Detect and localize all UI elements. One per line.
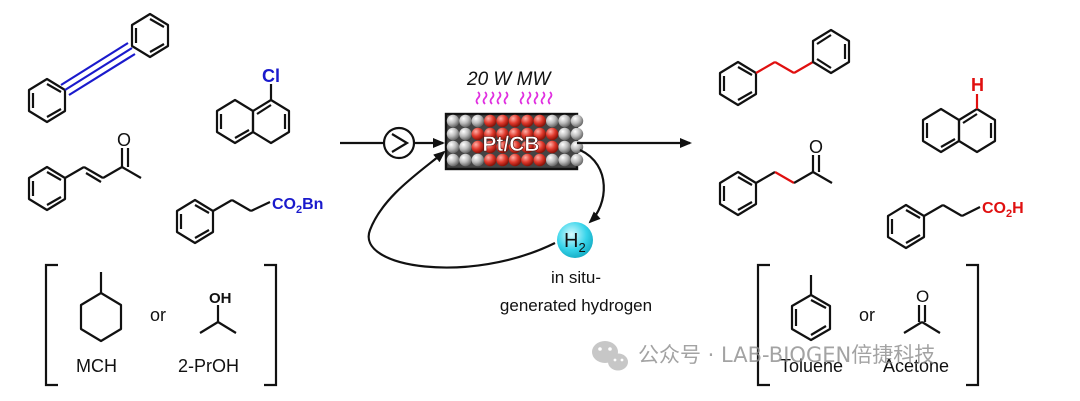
- acetone-oxygen-label: O: [916, 287, 929, 306]
- catalyst-bead-pt: [533, 153, 546, 167]
- product-hydrogen-label: H: [971, 75, 984, 95]
- catalyst-bead-pt: [508, 153, 522, 167]
- catalyst-bead-pt: [471, 140, 484, 154]
- acetone-label: Acetone: [883, 356, 949, 376]
- donor-bracket: [44, 263, 278, 387]
- h2-label: H2: [564, 230, 586, 255]
- catalyst-bead-pt: [533, 140, 546, 154]
- product-phenylpropanoic-acid: [886, 203, 981, 250]
- catalyst-bead-pt: [484, 140, 497, 154]
- toluene-label: Toluene: [780, 356, 843, 376]
- byproduct-acetone: [903, 305, 941, 334]
- catalyst-bead-pt: [508, 114, 522, 128]
- acid-group-label: CO2H: [982, 200, 1024, 220]
- 2-proh-label: 2-PrOH: [178, 356, 239, 376]
- hydrogen-sphere: [557, 222, 593, 258]
- catalyst-bead-pt: [496, 153, 509, 167]
- alkyne-bond: [60, 42, 136, 96]
- byproduct-toluene: [790, 275, 832, 342]
- generated-hydrogen-caption: generated hydrogen: [500, 296, 652, 315]
- catalyst-bead-carbon: [558, 140, 571, 154]
- ester-group-label: CO2Bn: [272, 196, 323, 216]
- catalyst-bead-carbon: [446, 153, 460, 167]
- catalyst-bead-pt: [521, 153, 534, 167]
- donor-cyclohexane: [79, 272, 123, 343]
- watermark-text: 公众号 · LAB-BIOGEN倍捷科技: [638, 343, 935, 367]
- catalyst-bead-carbon: [459, 153, 472, 167]
- microwave-waves-icon: [475, 91, 553, 105]
- hydrogen-recycle-loop: [367, 150, 556, 269]
- catalyst-bead-pt: [546, 140, 559, 154]
- catalyst-bead-pt: [546, 127, 559, 141]
- catalyst-bead-pt: [521, 127, 534, 141]
- catalyst-bead-pt: [496, 114, 509, 128]
- pump-icon: [382, 126, 416, 160]
- catalyst-bead-carbon: [570, 127, 584, 141]
- catalyst-label: Pt/CB: [482, 133, 539, 156]
- catalyst-bead-carbon: [459, 114, 472, 128]
- catalyst-bead-carbon: [546, 153, 559, 167]
- catalyst-bead-pt: [496, 140, 509, 154]
- reactant-chloronaphthalene: [215, 84, 291, 145]
- catalyst-bead-carbon: [570, 153, 584, 167]
- catalyst-bead-pt: [533, 127, 546, 141]
- power-label: 20 W MW: [466, 69, 552, 90]
- catalyst-bead-pt: [496, 127, 509, 141]
- catalyst-bead-carbon: [459, 127, 472, 141]
- wechat-icon: [592, 341, 628, 371]
- product-naphthalene: [921, 94, 997, 154]
- reactant-diphenylacetylene: [27, 12, 170, 124]
- catalyst-bead-carbon: [558, 153, 571, 167]
- byproduct-bracket: [756, 263, 980, 387]
- in-situ-caption: in situ-: [551, 268, 601, 287]
- product-benzylacetone: [718, 155, 833, 217]
- donor-isopropanol: [199, 305, 237, 334]
- catalyst-bead-pt: [471, 127, 484, 141]
- chlorine-label: Cl: [262, 66, 280, 86]
- catalyst-bead-carbon: [471, 114, 484, 128]
- reactant-benzyl-ester: [175, 198, 271, 245]
- ketone-oxygen-label: O: [117, 130, 131, 150]
- catalyst-bead-pt: [484, 153, 497, 167]
- catalyst-bead-carbon: [446, 127, 460, 141]
- catalyst-bead-carbon: [446, 114, 460, 128]
- catalyst-bead-carbon: [546, 114, 559, 128]
- catalyst-bead-carbon: [446, 140, 460, 154]
- mch-label: MCH: [76, 356, 117, 376]
- reactor-to-h2-arrow: [579, 149, 605, 224]
- donor-or-text: or: [150, 305, 166, 325]
- catalyst-bead-pt: [521, 140, 534, 154]
- catalyst-bead-carbon: [570, 114, 584, 128]
- byproduct-or-text: or: [859, 305, 875, 325]
- catalyst-bead-carbon: [558, 114, 571, 128]
- catalyst-bead-pt: [508, 127, 522, 141]
- oh-label: OH: [209, 290, 232, 307]
- catalyst-cartridge: [444, 112, 584, 171]
- product-bibenzyl: [718, 28, 851, 107]
- catalyst-bead-carbon: [471, 153, 484, 167]
- product-ketone-oxygen-label: O: [809, 137, 823, 157]
- reactant-benzylideneacetone: [27, 148, 142, 212]
- catalyst-bead-pt: [508, 140, 522, 154]
- catalyst-bead-carbon: [558, 127, 571, 141]
- catalyst-bead-carbon: [459, 140, 472, 154]
- catalyst-bead-pt: [533, 114, 546, 128]
- catalyst-bead-pt: [521, 114, 534, 128]
- catalyst-bead-pt: [484, 114, 497, 128]
- catalyst-bead-pt: [484, 127, 497, 141]
